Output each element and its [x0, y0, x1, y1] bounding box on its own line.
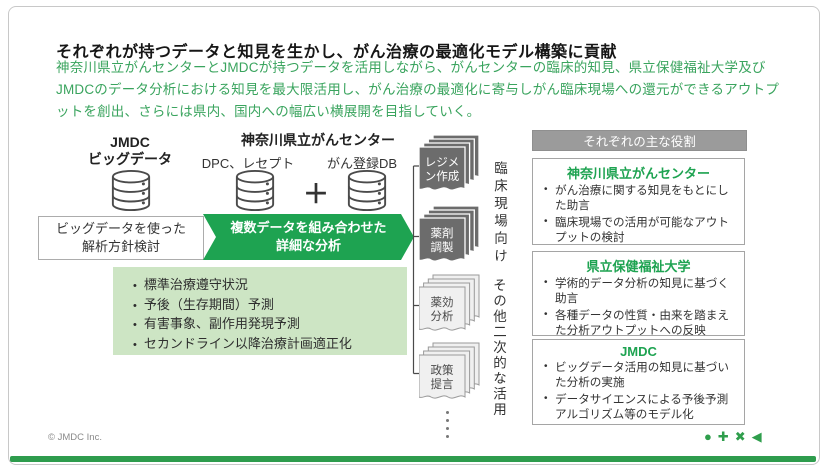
cancer-registry-db-label: がん登録DB: [326, 156, 398, 171]
jmdc-source-subtitle: ビッグデータ: [88, 150, 172, 167]
list-item: 予後（生存期間）予測: [133, 295, 407, 315]
document-stack-icon: [418, 274, 480, 331]
jmdc-source-label: JMDC ビッグデータ: [63, 134, 197, 167]
analysis-items-list: 標準治療遵守状況 予後（生存期間）予測 有害事象、副作用発現予測 セカンドライン…: [113, 267, 407, 353]
output-drug-prep-doc-stack: 薬剤 調製: [418, 205, 481, 269]
step1-line1: ビッグデータを使った: [55, 221, 186, 237]
clinical-use-group-label: 臨床現場向け: [492, 161, 507, 266]
document-stack-icon: [418, 342, 480, 399]
step1-line2: 解析方針検討: [81, 239, 160, 254]
list-item: 標準治療遵守状況: [133, 275, 407, 295]
output-regimen-doc-stack: レジメ ン作成: [418, 134, 481, 198]
database-cylinder-icon: [111, 170, 151, 212]
output-doc-label: 薬効 分析: [430, 297, 454, 323]
secondary-use-group-label: その他二次的な活用: [491, 278, 506, 418]
list-item: セカンドライン以降治療計画適正化: [133, 334, 407, 354]
step-analysis-policy-box: ビッグデータを使った 解析方針検討: [38, 216, 204, 260]
output-doc-label: レジメ ン作成: [424, 157, 460, 183]
list-item: 学術的データ分析の知見に基づく助言: [544, 276, 739, 307]
role-items-list: がん治療に関する知見をもとにした助言 臨床現場での活用が可能なアウトプットの検討: [533, 183, 744, 245]
plus-sign: ＋: [302, 179, 329, 209]
more-outputs-ellipsis: [446, 408, 449, 440]
logo-cross-icon: ✖: [734, 429, 746, 444]
slide-bottom-accent-bar: [10, 456, 816, 462]
output-policy-doc-stack: 政策 提言: [418, 342, 481, 406]
list-item: 臨床現場での活用が可能なアウトプットの検討: [544, 215, 739, 246]
kanagawa-source-label: 神奈川県立がんセンター: [241, 132, 395, 148]
jmdc-logo-mark: ● ✚ ✖ ◀: [704, 430, 762, 443]
logo-triangle-left-icon: ◀: [751, 429, 762, 444]
step2-line1: 複数データを組み合わせた: [230, 220, 387, 236]
jmdc-source-name: JMDC: [110, 134, 150, 150]
roles-panel-header: それぞれの主な役割: [532, 130, 747, 151]
database-cylinder-icon: [235, 170, 275, 212]
list-item: 各種データの性質・由来を踏まえた分析アウトプットへの反映: [544, 308, 739, 339]
analysis-items-box: 標準治療遵守状況 予後（生存期間）予測 有害事象、副作用発現予測 セカンドライン…: [113, 267, 407, 355]
document-stack-icon: [418, 205, 480, 262]
role-items-list: ビッグデータ活用の知見に基づいた分析の実施 データサイエンスによる予後予測アルゴ…: [533, 360, 744, 422]
role-items-list: 学術的データ分析の知見に基づく助言 各種データの性質・由来を踏まえた分析アウトプ…: [533, 276, 744, 338]
role-org-name: JMDC: [620, 344, 657, 359]
copyright-text: © JMDC Inc.: [48, 432, 102, 443]
dpc-receipt-label: DPC、レセプト: [201, 156, 295, 171]
output-doc-label: 政策 提言: [430, 365, 454, 391]
list-item: データサイエンスによる予後予測アルゴリズム等のモデル化: [544, 392, 739, 423]
list-item: ビッグデータ活用の知見に基づいた分析の実施: [544, 360, 739, 391]
page-title: それぞれが持つデータと知見を生かし、がん治療の最適化モデル構築に貢献: [56, 43, 618, 61]
role-org-name: 県立保健福祉大学: [586, 259, 691, 274]
step2-line2: 詳細な分析: [275, 238, 341, 253]
role-box-kanagawa: 神奈川県立がんセンター がん治療に関する知見をもとにした助言 臨床現場での活用が…: [532, 158, 745, 245]
logo-plus-icon: ✚: [717, 429, 729, 444]
intro-text: 神奈川県立がんセンターとJMDCが持つデータを活用しながら、がんセンターの臨床的…: [56, 60, 780, 119]
role-org-name: 神奈川県立がんセンター: [566, 166, 710, 181]
output-drug-efficacy-doc-stack: 薬効 分析: [418, 274, 481, 338]
document-stack-icon: [418, 134, 480, 191]
list-item: 有害事象、副作用発現予測: [133, 314, 407, 334]
output-doc-label: 薬剤 調製: [430, 228, 454, 254]
database-cylinder-icon: [347, 170, 387, 212]
logo-circle-icon: ●: [704, 429, 712, 444]
list-item: がん治療に関する知見をもとにした助言: [544, 183, 739, 214]
role-box-university: 県立保健福祉大学 学術的データ分析の知見に基づく助言 各種データの性質・由来を踏…: [532, 251, 745, 338]
step-combined-analysis-arrow: 複数データを組み合わせた 詳細な分析: [203, 214, 414, 260]
role-box-jmdc: JMDC ビッグデータ活用の知見に基づいた分析の実施 データサイエンスによる予後…: [532, 339, 745, 425]
